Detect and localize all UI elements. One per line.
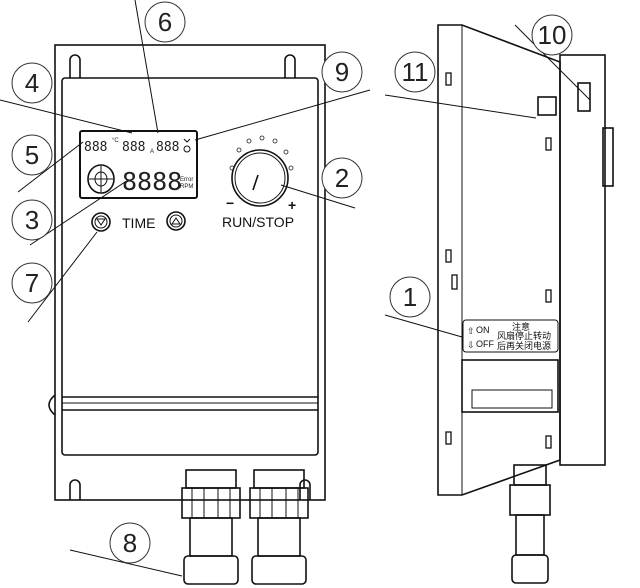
rpm-label: RPM bbox=[180, 184, 193, 190]
svg-text:2: 2 bbox=[335, 163, 349, 193]
triangle-down-icon bbox=[96, 218, 106, 226]
callout-1: 1 bbox=[389, 276, 431, 318]
label-title: 注意 bbox=[512, 321, 530, 332]
fan-icon bbox=[87, 164, 115, 194]
callout-7: 7 bbox=[11, 262, 53, 304]
callout-9: 9 bbox=[321, 51, 363, 93]
arrow-up-icon: ⇧ bbox=[467, 326, 475, 336]
svg-text:10: 10 bbox=[538, 20, 567, 50]
label-line2: 后再关闭电源 bbox=[497, 340, 551, 351]
wifi-icon bbox=[183, 138, 191, 143]
current-unit: A bbox=[150, 149, 154, 155]
callout-11: 11 bbox=[394, 51, 436, 93]
warning-label: ⇧ ON ⇩ OFF 注意 风扇停止转动 后再关闭电源 bbox=[462, 319, 559, 353]
dip-switch bbox=[577, 82, 591, 112]
keyhole-left bbox=[69, 54, 81, 78]
svg-text:8: 8 bbox=[123, 528, 137, 558]
speed-scale-dots bbox=[229, 135, 294, 171]
run-stop-label: RUN/STOP bbox=[222, 214, 294, 230]
front-view: 888 °C 888 A 888 8888 Error RPM TIME bbox=[48, 44, 326, 585]
arrow-down-icon: ⇩ bbox=[467, 340, 475, 350]
svg-text:11: 11 bbox=[402, 57, 429, 87]
label-off: OFF bbox=[476, 339, 494, 349]
callout-2: 2 bbox=[321, 157, 363, 199]
time-up-button[interactable] bbox=[166, 211, 186, 231]
svg-text:5: 5 bbox=[25, 140, 39, 170]
keyhole-right bbox=[284, 54, 296, 78]
cable-gland-left bbox=[181, 469, 241, 585]
clock-icon bbox=[183, 145, 191, 153]
svg-text:6: 6 bbox=[158, 7, 172, 37]
lcd-display bbox=[79, 130, 198, 199]
timer-digits: 888 bbox=[156, 140, 179, 155]
callout-4: 4 bbox=[11, 62, 53, 104]
callout-6: 6 bbox=[144, 1, 186, 43]
main-digits: 8888 bbox=[122, 167, 182, 196]
temp-digits: 888 bbox=[84, 140, 107, 155]
current-digits: 888 bbox=[122, 140, 145, 155]
svg-text:7: 7 bbox=[25, 268, 39, 298]
side-box bbox=[559, 54, 606, 466]
side-connector bbox=[602, 127, 614, 187]
switch-housing bbox=[461, 359, 559, 413]
svg-text:3: 3 bbox=[25, 205, 39, 235]
side-latch bbox=[48, 394, 56, 416]
cable-gland-right bbox=[249, 469, 309, 585]
callout-8: 8 bbox=[109, 522, 151, 564]
triangle-up-icon bbox=[171, 217, 181, 225]
minus-sign: − bbox=[226, 195, 234, 211]
mounting-plate bbox=[54, 44, 326, 501]
enclosure-body bbox=[61, 77, 319, 456]
callout-10: 10 bbox=[531, 14, 573, 56]
time-label: TIME bbox=[122, 215, 155, 231]
callout-5: 5 bbox=[11, 134, 53, 176]
temp-unit: °C bbox=[112, 138, 119, 144]
time-down-button[interactable] bbox=[91, 212, 111, 232]
callout-3: 3 bbox=[11, 199, 53, 241]
side-view: ⇧ ON ⇩ OFF 注意 风扇停止转动 后再关闭电源 bbox=[437, 24, 614, 584]
vent-slots bbox=[445, 72, 552, 449]
label-on: ON bbox=[476, 325, 490, 335]
rj45-port bbox=[537, 96, 557, 116]
leader-lines bbox=[0, 0, 591, 577]
svg-text:9: 9 bbox=[335, 57, 349, 87]
svg-text:4: 4 bbox=[25, 68, 39, 98]
svg-text:1: 1 bbox=[403, 282, 417, 312]
label-line1: 风扇停止转动 bbox=[497, 330, 551, 341]
plus-sign: + bbox=[288, 197, 296, 213]
error-label: Error bbox=[180, 177, 193, 183]
cable-gland-side bbox=[509, 464, 551, 584]
run-stop-knob[interactable] bbox=[231, 149, 289, 207]
